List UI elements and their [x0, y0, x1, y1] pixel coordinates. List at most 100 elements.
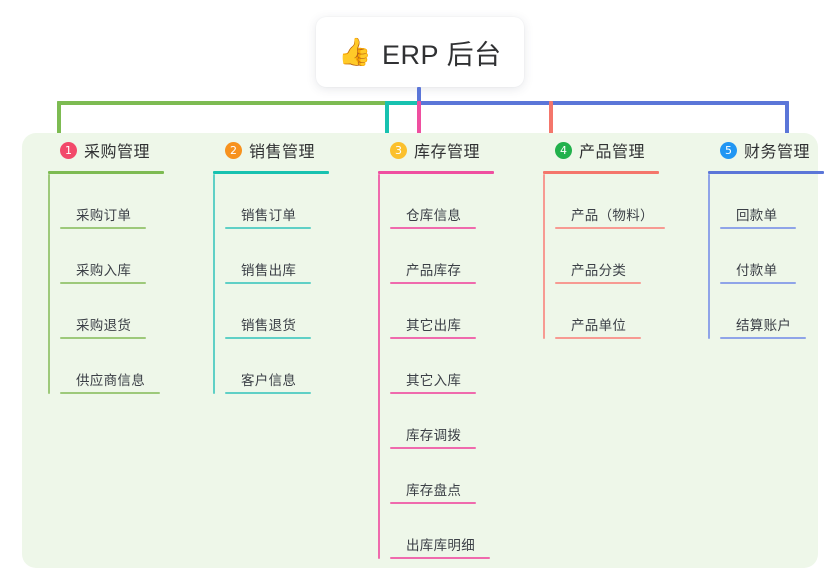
connector-drop-2: [385, 101, 389, 143]
number-badge-icon: 5: [720, 141, 737, 159]
branch-title: 财务管理: [744, 144, 811, 161]
leaf-label: 销售退货: [241, 318, 297, 333]
leaf-rule: [390, 557, 490, 559]
branch-header-1[interactable]: 1 采购管理: [42, 133, 207, 167]
leaf-rule: [555, 227, 665, 229]
leaf-rule: [390, 502, 476, 504]
leaf-item[interactable]: 其它入库: [390, 339, 537, 394]
leaf-label: 产品分类: [571, 263, 627, 278]
leaf-item[interactable]: 供应商信息: [60, 339, 207, 394]
number-badge-icon: 3: [390, 141, 407, 159]
leaf-label: 采购订单: [76, 208, 132, 223]
branch-leaf-list: 销售订单销售出库销售退货客户信息: [207, 174, 372, 394]
leaf-label: 库存盘点: [406, 483, 462, 498]
leaf-rule: [390, 392, 476, 394]
branch-spine: [48, 174, 50, 394]
connector-drop-5: [785, 101, 789, 143]
connector-root-stem: [417, 87, 421, 102]
branch-column-5: 5 财务管理回款单付款单结算账户: [702, 133, 824, 339]
connector-drop-3: [417, 101, 421, 143]
leaf-label: 其它入库: [406, 373, 462, 388]
leaf-item[interactable]: 采购订单: [60, 174, 207, 229]
leaf-label: 结算账户: [736, 318, 792, 333]
branch-spine: [543, 174, 545, 339]
thumbs-up-icon: 👍: [338, 36, 373, 67]
leaf-label: 产品库存: [406, 263, 462, 278]
branch-spine: [213, 174, 215, 394]
leaf-rule: [390, 282, 476, 284]
leaf-item[interactable]: 产品（物料）: [555, 174, 702, 229]
leaf-label: 产品单位: [571, 318, 627, 333]
leaf-rule: [60, 282, 146, 284]
leaf-item[interactable]: 出库库明细: [390, 504, 537, 559]
branch-header-5[interactable]: 5 财务管理: [702, 133, 818, 167]
branch-header-rule: [48, 171, 164, 174]
leaf-item[interactable]: 销售出库: [225, 229, 372, 284]
leaf-rule: [60, 392, 160, 394]
branch-title: 库存管理: [414, 144, 481, 161]
leaf-rule: [225, 392, 311, 394]
leaf-item[interactable]: 付款单: [720, 229, 818, 284]
leaf-item[interactable]: 销售订单: [225, 174, 372, 229]
leaf-item[interactable]: 产品单位: [555, 284, 702, 339]
leaf-item[interactable]: 库存盘点: [390, 449, 537, 504]
branch-spine: [378, 174, 380, 559]
leaf-rule: [720, 282, 796, 284]
leaf-item[interactable]: 客户信息: [225, 339, 372, 394]
connector-bus-segment-1: [57, 101, 387, 105]
leaf-rule: [390, 337, 476, 339]
leaf-item[interactable]: 销售退货: [225, 284, 372, 339]
branch-column-3: 3 库存管理仓库信息产品库存其它出库其它入库库存调拨库存盘点出库库明细: [372, 133, 537, 559]
number-badge-icon: 1: [60, 141, 77, 159]
branch-header-rule: [213, 171, 329, 174]
root-title: ERP 后台: [382, 39, 502, 70]
connector-bus-segment-3: [417, 101, 789, 105]
leaf-rule: [390, 447, 476, 449]
leaf-item[interactable]: 产品分类: [555, 229, 702, 284]
branch-header-3[interactable]: 3 库存管理: [372, 133, 537, 167]
leaf-rule: [225, 227, 311, 229]
leaf-rule: [555, 282, 641, 284]
connector-drop-4: [549, 101, 553, 143]
leaf-item[interactable]: 库存调拨: [390, 394, 537, 449]
branch-header-rule: [543, 171, 659, 174]
leaf-label: 客户信息: [241, 373, 297, 388]
leaf-label: 采购入库: [76, 263, 132, 278]
connector-drop-1: [57, 101, 61, 143]
branch-title: 采购管理: [84, 144, 151, 161]
leaf-label: 产品（物料）: [571, 208, 654, 223]
leaf-label: 付款单: [736, 263, 778, 278]
leaf-label: 供应商信息: [76, 373, 145, 388]
leaf-item[interactable]: 结算账户: [720, 284, 818, 339]
leaf-rule: [225, 337, 311, 339]
leaf-item[interactable]: 仓库信息: [390, 174, 537, 229]
branch-spine: [708, 174, 710, 339]
branch-column-1: 1 采购管理采购订单采购入库采购退货供应商信息: [42, 133, 207, 394]
leaf-item[interactable]: 采购退货: [60, 284, 207, 339]
leaf-rule: [60, 227, 146, 229]
leaf-rule: [225, 282, 311, 284]
leaf-label: 销售订单: [241, 208, 297, 223]
number-badge-icon: 4: [555, 141, 572, 159]
leaf-item[interactable]: 其它出库: [390, 284, 537, 339]
leaf-label: 库存调拨: [406, 428, 462, 443]
branch-leaf-list: 产品（物料） 产品分类产品单位: [537, 174, 702, 339]
leaf-rule: [720, 337, 806, 339]
leaf-rule: [60, 337, 146, 339]
branch-leaf-list: 回款单付款单结算账户: [702, 174, 818, 339]
branch-header-rule: [708, 171, 824, 174]
branch-leaf-list: 仓库信息产品库存其它出库其它入库库存调拨库存盘点出库库明细: [372, 174, 537, 559]
root-node[interactable]: 👍 ERP 后台: [316, 17, 524, 87]
leaf-label: 回款单: [736, 208, 778, 223]
leaf-label: 其它出库: [406, 318, 462, 333]
leaf-item[interactable]: 产品库存: [390, 229, 537, 284]
leaf-rule: [555, 337, 641, 339]
leaf-item[interactable]: 采购入库: [60, 229, 207, 284]
leaf-item[interactable]: 回款单: [720, 174, 818, 229]
branch-header-rule: [378, 171, 494, 174]
